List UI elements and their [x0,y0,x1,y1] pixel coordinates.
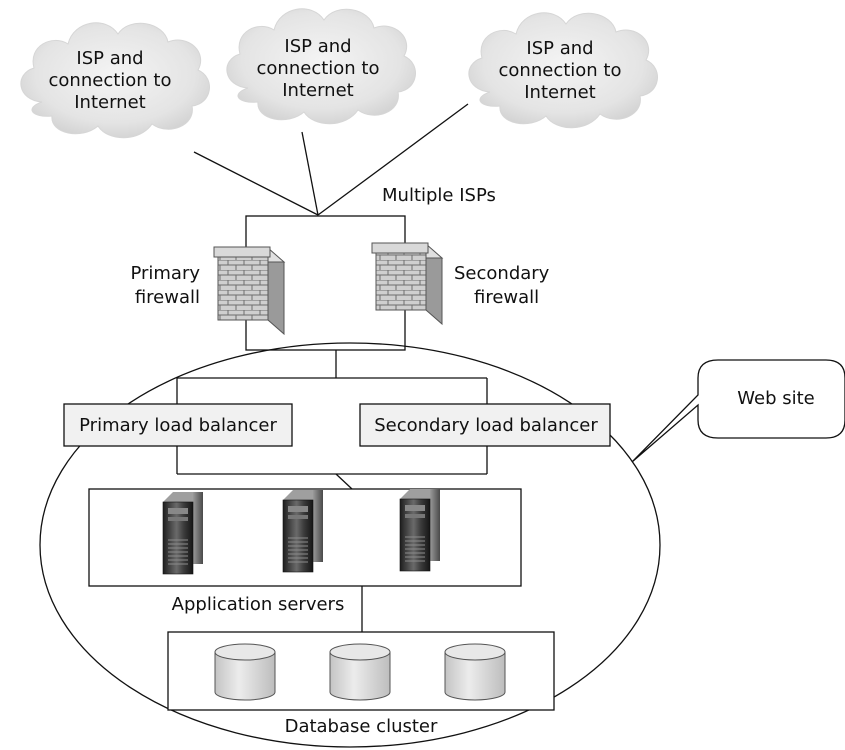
isp-cloud-3: ISP and connection to Internet [468,12,658,129]
isp-1-line-1: ISP and [76,48,143,69]
database-icon [214,643,276,701]
isp-2-line-2: connection to [257,58,380,79]
primary-firewall-line-2: firewall [135,287,200,308]
web-site-boundary [39,342,661,748]
secondary-firewall-icon [371,242,444,326]
secondary-load-balancer: Secondary load balancer [359,403,611,447]
isp-3-line-2: connection to [499,60,622,81]
primary-firewall-line-1: Primary [130,263,200,284]
isp-cloud-2: ISP and connection to Internet [226,8,416,125]
isp-connection-lines [193,103,469,216]
web-site-callout: Web site [631,359,845,463]
isp-2-line-1: ISP and [284,36,351,57]
secondary-firewall-line-2: firewall [474,287,539,308]
database-icon [444,643,506,701]
isp-1-line-2: connection to [49,70,172,91]
isp-cloud-1: ISP and connection to Internet [20,22,210,139]
server-icon [282,490,323,573]
primary-load-balancer-label: Primary load balancer [79,415,277,436]
multiple-isps-label: Multiple ISPs [382,185,496,206]
isp-2-line-3: Internet [282,80,353,101]
database-cluster-label: Database cluster [285,716,438,737]
web-site-label: Web site [737,388,814,409]
secondary-load-balancer-label: Secondary load balancer [374,415,598,436]
primary-firewall-icon [213,246,286,336]
isp-3-line-1: ISP and [526,38,593,59]
secondary-firewall-line-1: Secondary [454,263,550,284]
isp-1-line-3: Internet [74,92,145,113]
database-icon [329,643,391,701]
isp-3-line-3: Internet [524,82,595,103]
application-servers-label: Application servers [172,594,345,615]
server-icon [399,489,440,572]
server-icon [162,492,203,575]
primary-load-balancer: Primary load balancer [63,403,293,447]
